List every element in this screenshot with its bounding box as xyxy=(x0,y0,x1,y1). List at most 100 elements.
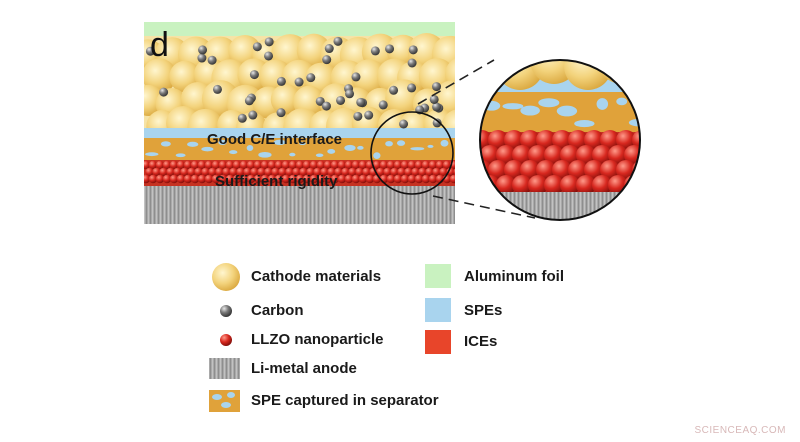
llzo-particle xyxy=(341,167,350,177)
llzo-particle xyxy=(421,174,431,184)
zoom-llzo-particle xyxy=(592,175,612,195)
llzo-particle xyxy=(176,174,186,184)
carbon-particle xyxy=(248,110,258,120)
llzo-particle xyxy=(264,167,273,177)
spe-blob xyxy=(201,146,214,152)
carbon-particle xyxy=(378,100,388,110)
llzo-particle xyxy=(323,174,333,184)
llzo-particle xyxy=(386,160,396,170)
llzo-particle xyxy=(457,175,465,183)
llzo-particle xyxy=(295,174,305,184)
spe-blob xyxy=(299,141,306,146)
legend-ices-label: ICEs xyxy=(464,333,498,350)
zoom-llzo-particle xyxy=(600,130,620,150)
zoom-llzo-particle xyxy=(536,160,556,180)
llzo-particle xyxy=(316,160,326,170)
spe-blob xyxy=(160,141,171,147)
carbon-particle xyxy=(407,58,417,68)
llzo-particle xyxy=(439,167,448,177)
carbon-particle xyxy=(322,55,332,65)
spe-blob xyxy=(289,152,296,157)
llzo-particle xyxy=(435,160,445,170)
carbon-particle xyxy=(408,45,418,55)
llzo-particle xyxy=(358,160,368,170)
zoom-spe-blob xyxy=(574,120,595,128)
carbon-particle xyxy=(429,94,439,104)
cathode-particle xyxy=(270,84,302,115)
spe-blob xyxy=(440,139,449,147)
llzo-particle xyxy=(148,160,158,170)
llzo-particle xyxy=(355,167,364,177)
zoom-llzo-particle xyxy=(520,160,540,180)
llzo-particle xyxy=(348,167,357,177)
llzo-particle xyxy=(222,167,231,177)
zoom-llzo-particle xyxy=(568,160,588,180)
llzo-particle xyxy=(253,174,263,184)
legend-llzo-label: LLZO nanoparticle xyxy=(251,331,384,348)
llzo-particle xyxy=(400,174,410,184)
carbon-particle xyxy=(407,83,417,93)
llzo-particle xyxy=(145,167,154,177)
llzo-particle xyxy=(306,167,315,177)
zoom-spe-blob xyxy=(520,105,540,116)
zoom-llzo-particle xyxy=(480,145,500,165)
llzo-particle xyxy=(239,160,249,170)
zoom-llzo-particle xyxy=(528,175,548,195)
llzo-particle xyxy=(397,167,406,177)
llzo-particle xyxy=(334,167,343,177)
carbon-particle xyxy=(432,102,442,112)
spe-blob xyxy=(427,144,434,148)
llzo-particle xyxy=(232,160,242,170)
llzo-particle xyxy=(358,174,368,184)
llzo-particle xyxy=(285,167,294,177)
zoom-spe-blob xyxy=(596,98,609,110)
zoom-inset xyxy=(480,60,660,220)
spe-blob xyxy=(187,141,199,147)
zoom-spe-blob xyxy=(616,97,628,106)
llzo-particle xyxy=(194,167,203,177)
cathode-particle xyxy=(144,58,177,93)
carbon-particle xyxy=(198,45,208,55)
llzo-particle xyxy=(211,174,221,184)
carbon-particles xyxy=(145,36,444,129)
carbon-legend-icon xyxy=(220,305,232,317)
zoom-cathode-particle xyxy=(480,60,510,84)
llzo-particle xyxy=(379,160,389,170)
llzo-particle xyxy=(421,160,431,170)
spe-blob xyxy=(396,140,406,146)
llzo-particle xyxy=(190,174,200,184)
llzo-particle xyxy=(232,174,242,184)
spe-layer xyxy=(144,128,455,138)
cathode-legend-icon xyxy=(212,263,240,291)
spe-blob xyxy=(315,153,324,158)
cross-section-panel xyxy=(144,22,465,224)
llzo-particle xyxy=(204,174,214,184)
zoom-llzo-particle xyxy=(488,160,508,180)
zoom-llzo-particle xyxy=(640,175,660,195)
zoom-llzo-particle xyxy=(576,175,596,195)
llzo-particle xyxy=(260,160,270,170)
llzo-particle xyxy=(376,167,385,177)
zoom-llzo-particle xyxy=(552,160,572,180)
llzo-particle xyxy=(267,174,277,184)
carbon-particle xyxy=(237,113,247,123)
llzo-particle xyxy=(274,160,284,170)
llzo-particle xyxy=(428,160,438,170)
anode-legend-icon xyxy=(209,358,240,379)
carbon-particle xyxy=(306,73,316,83)
spe-blob xyxy=(373,152,381,159)
magnifier-ring xyxy=(370,111,454,195)
spe-blob xyxy=(246,144,254,152)
llzo-particle xyxy=(253,160,263,170)
llzo-particle xyxy=(144,160,151,170)
zoom-spe-blob xyxy=(556,105,578,117)
llzo-particles xyxy=(144,160,465,184)
llzo-particle xyxy=(428,174,438,184)
carbon-particle xyxy=(264,51,274,61)
llzo-particle xyxy=(215,167,224,177)
zoom-llzo-particle xyxy=(536,130,556,150)
llzo-particle xyxy=(183,174,193,184)
zoom-llzo-particle xyxy=(496,175,516,195)
carbon-particle xyxy=(315,96,325,106)
